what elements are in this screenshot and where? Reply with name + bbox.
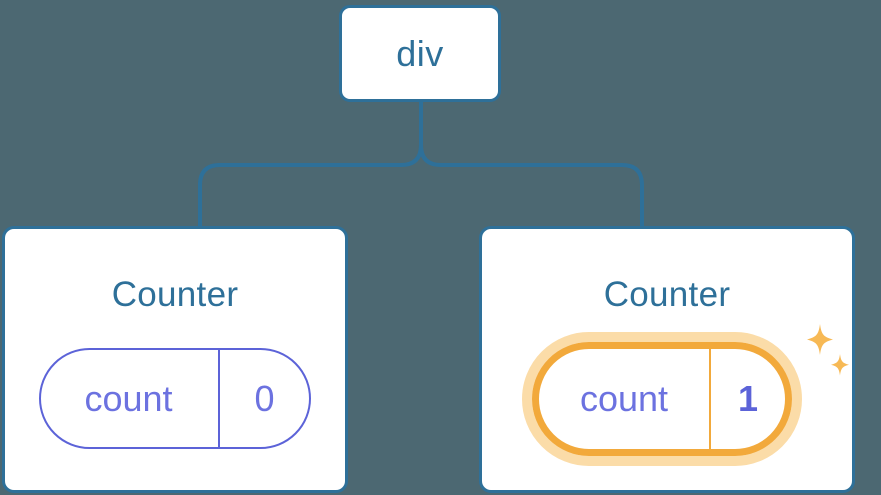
connector-root-to-right-child	[419, 102, 644, 228]
state-pill-right-key: count	[579, 378, 669, 419]
counter-card-left-title: Counter	[111, 275, 239, 314]
counter-card-right-title: Counter	[603, 275, 731, 314]
node-div[interactable]: div	[339, 5, 501, 102]
state-pill-right-value: 1	[709, 349, 785, 449]
state-pill-count-left[interactable]: count 0	[39, 348, 311, 449]
state-pill-left-value: 0	[218, 350, 309, 447]
state-pill-left-key: count	[84, 377, 173, 419]
node-div-label: div	[396, 32, 444, 74]
state-pill-count-right-glow	[522, 332, 802, 466]
connector-root-to-left-child	[198, 102, 423, 228]
state-pill-count-right[interactable]: count 1	[532, 342, 792, 456]
